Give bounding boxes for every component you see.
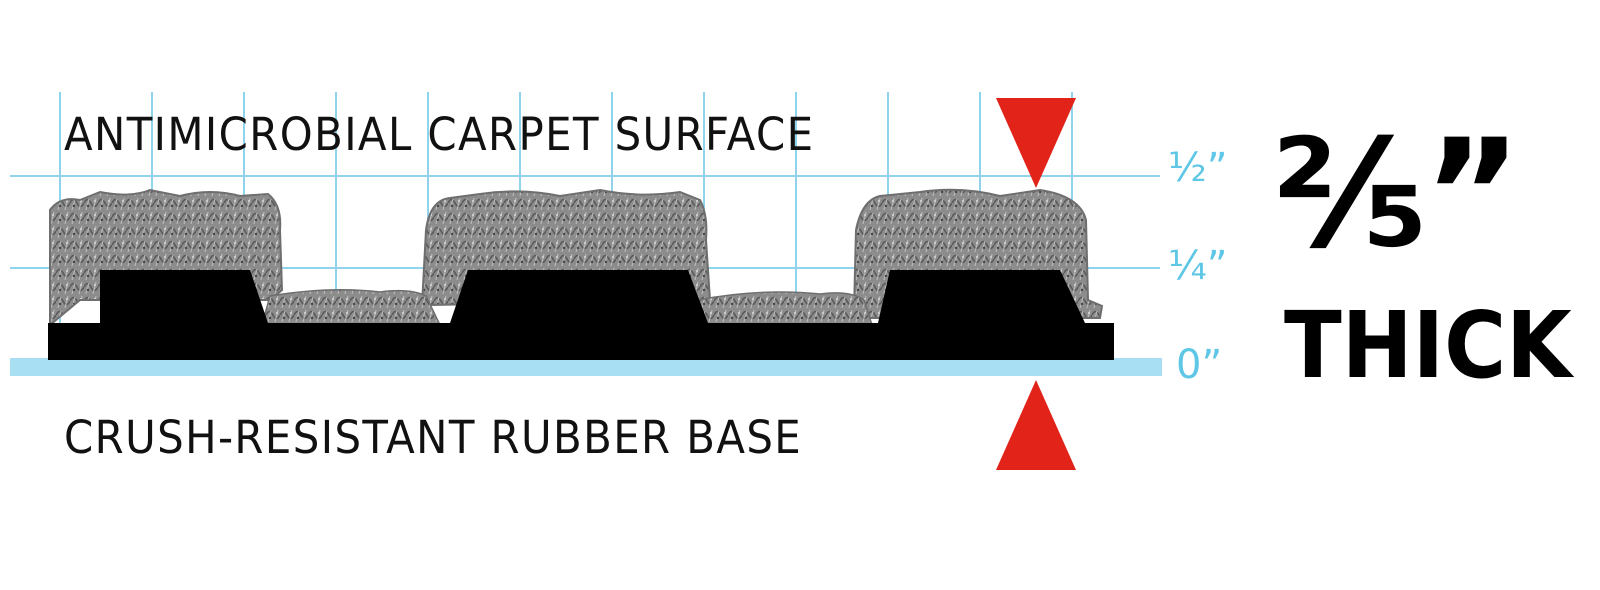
thickness-label: THICK <box>1284 292 1572 399</box>
thickness-value: ⅖” <box>1272 108 1522 282</box>
rubber-base <box>48 270 1114 360</box>
tick-label-quarter: ¼” <box>1168 243 1228 289</box>
carpet-gap-right <box>688 291 874 326</box>
carpet-gap-left <box>261 289 442 326</box>
carpet-surface-label: ANTIMICROBIAL CARPET SURFACE <box>64 108 815 161</box>
arrow-down-icon <box>996 98 1076 188</box>
rubber-base-label: CRUSH-RESISTANT RUBBER BASE <box>64 411 803 464</box>
tick-label-half: ½” <box>1168 145 1228 191</box>
arrow-up-icon <box>996 380 1076 470</box>
baseline-band <box>10 358 1162 376</box>
tick-label-zero: 0” <box>1176 342 1223 388</box>
